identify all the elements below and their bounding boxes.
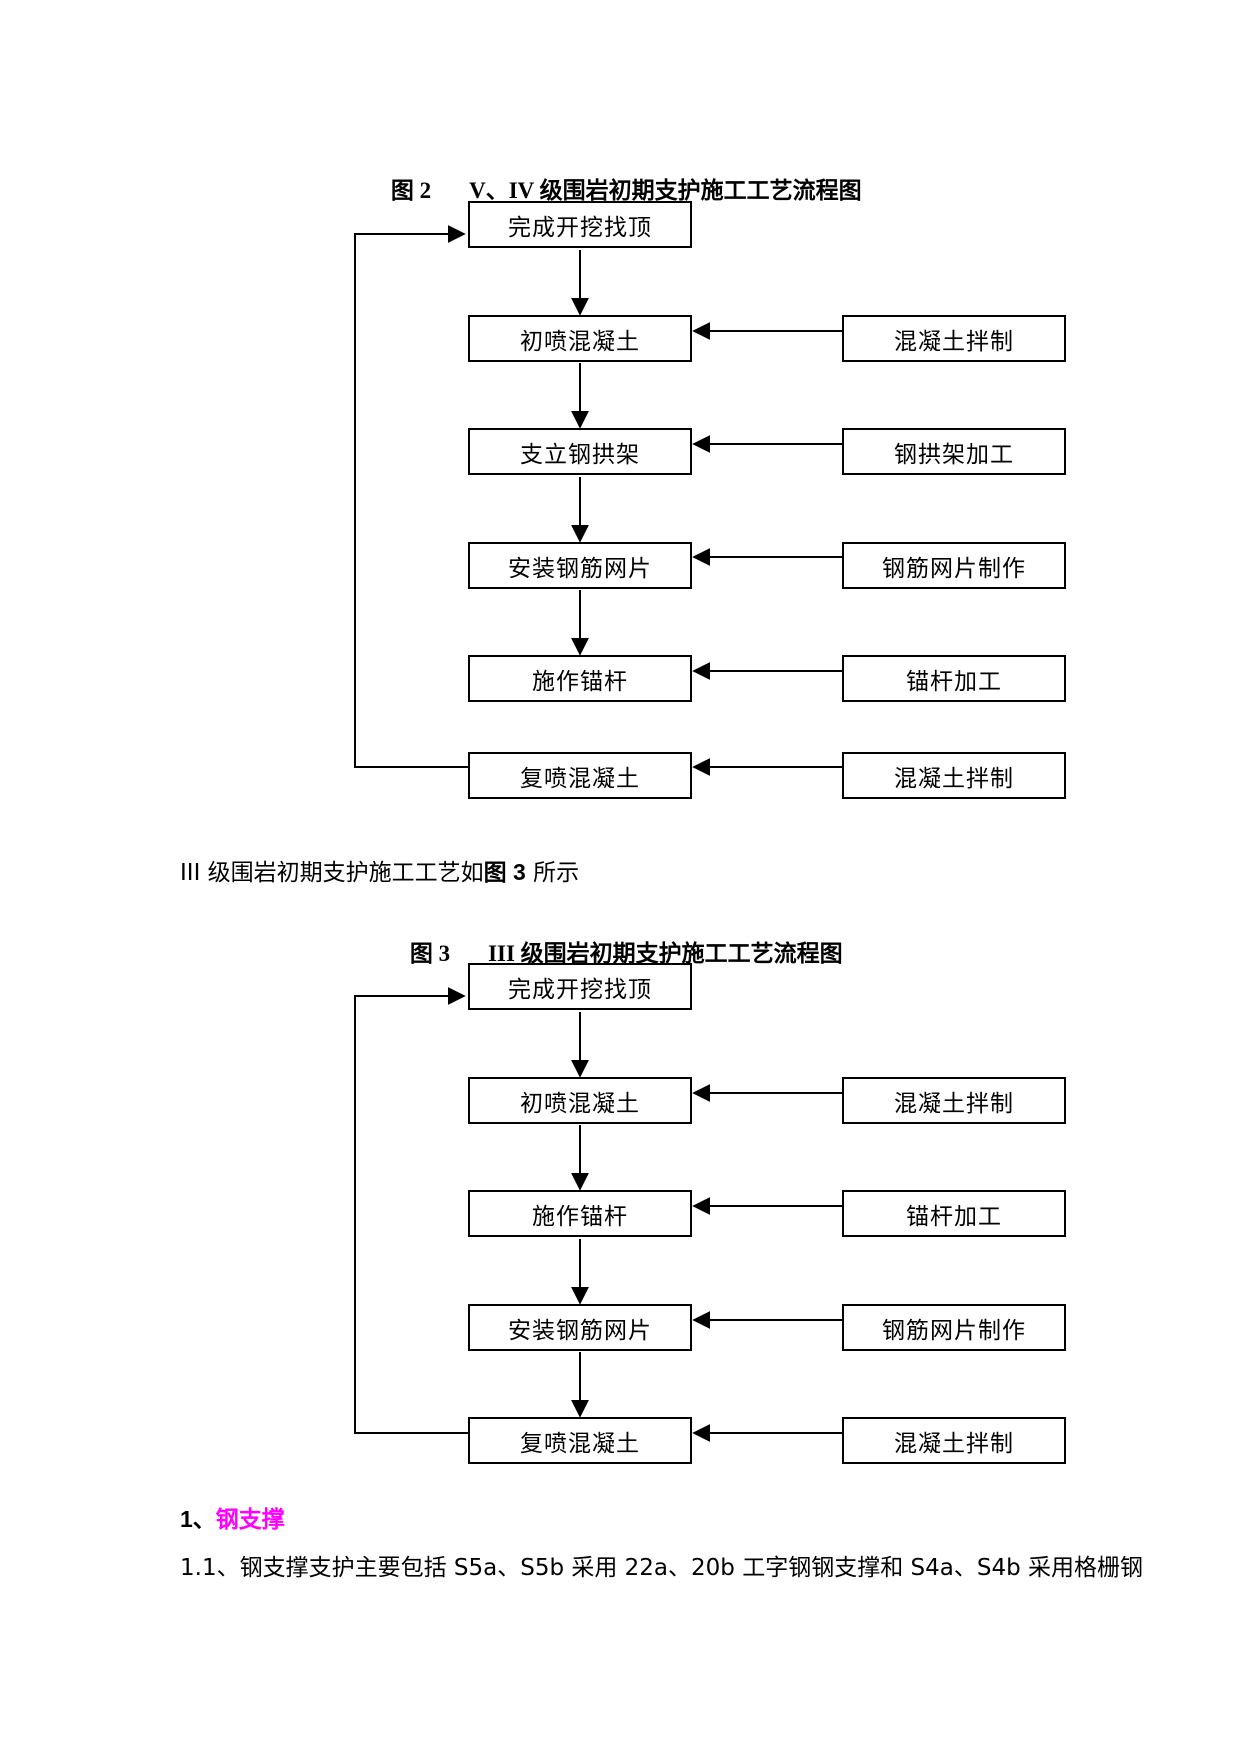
fig3-step-3: 施作锚杆 — [468, 1190, 692, 1237]
fig3-step-4: 安装钢筋网片 — [468, 1304, 692, 1351]
fig2-step-4: 安装钢筋网片 — [468, 542, 692, 589]
section-number: 1、 — [180, 1506, 216, 1532]
fig3-step-1: 完成开挖找顶 — [468, 963, 692, 1010]
figure-3-number: 图 3 — [409, 941, 451, 966]
feedback-loop — [354, 225, 468, 768]
fig2-side-5: 混凝土拌制 — [842, 752, 1066, 799]
fig3-side-1: 混凝土拌制 — [842, 1077, 1066, 1124]
figure-2-connectors — [354, 225, 842, 776]
fig3-side-3: 钢筋网片制作 — [842, 1304, 1066, 1351]
body-paragraph: 1.1、钢支撑支护主要包括 S5a、S5b 采用 22a、20b 工字钢钢支撑和… — [180, 1555, 1143, 1581]
figure-2-title: 图 2 V、IV 级围岩初期支护施工工艺流程图 — [0, 145, 1241, 205]
fig2-step-1: 完成开挖找顶 — [468, 201, 692, 248]
fig2-step-2: 初喷混凝土 — [468, 315, 692, 362]
fig3-side-2: 锚杆加工 — [842, 1190, 1066, 1237]
figure-3-caption: III 级围岩初期支护施工工艺流程图 — [488, 941, 843, 966]
figure-reference: 图 3 — [483, 859, 526, 885]
fig2-step-3: 支立钢拱架 — [468, 428, 692, 475]
paragraph-prefix: III 级围岩初期支护施工工艺如 — [180, 860, 484, 886]
figure-3-connectors — [354, 987, 842, 1442]
figure-3-reference-paragraph: III 级围岩初期支护施工工艺如图 3 所示 — [180, 853, 579, 887]
section-heading: 1、钢支撑 — [180, 1500, 285, 1534]
fig2-side-4: 锚杆加工 — [842, 655, 1066, 702]
figure-3-title: 图 3 III 级围岩初期支护施工工艺流程图 — [0, 908, 1241, 968]
fig2-step-6: 复喷混凝土 — [468, 752, 692, 799]
figure-2-number: 图 2 — [390, 178, 432, 203]
fig3-step-2: 初喷混凝土 — [468, 1077, 692, 1124]
fig2-step-5: 施作锚杆 — [468, 655, 692, 702]
fig2-side-3: 钢筋网片制作 — [842, 542, 1066, 589]
paragraph-suffix: 所示 — [525, 860, 580, 886]
fig3-side-4: 混凝土拌制 — [842, 1417, 1066, 1464]
fig2-side-1: 混凝土拌制 — [842, 315, 1066, 362]
section-title: 钢支撑 — [215, 1506, 285, 1532]
feedback-loop — [354, 987, 468, 1434]
figure-2-caption: V、IV 级围岩初期支护施工工艺流程图 — [469, 178, 862, 203]
fig3-step-5: 复喷混凝土 — [468, 1417, 692, 1464]
fig2-side-2: 钢拱架加工 — [842, 428, 1066, 475]
